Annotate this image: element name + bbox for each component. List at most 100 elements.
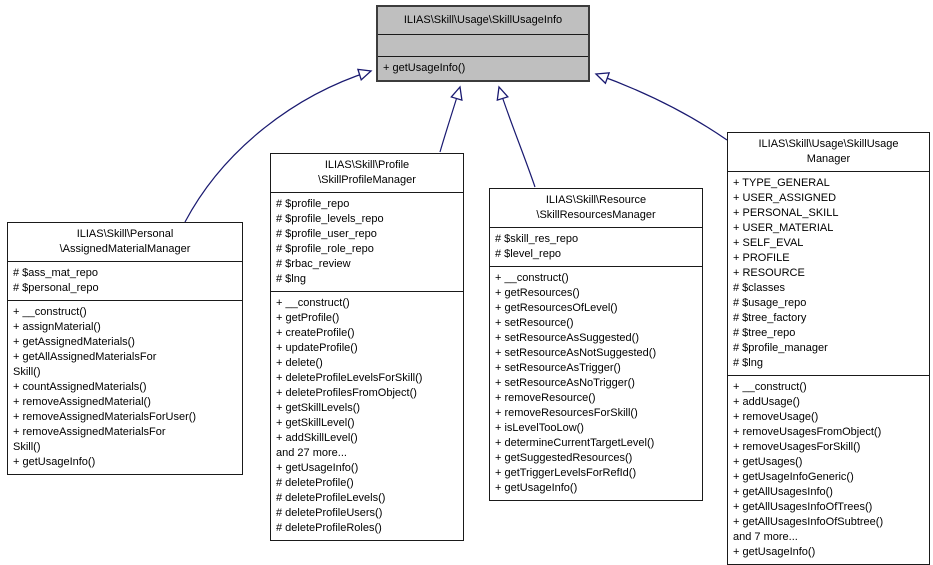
member-line: + RESOURCE (733, 267, 805, 279)
member-line: + getTriggerLevelsForRefId() (495, 467, 637, 479)
member-line: # $profile_manager (733, 342, 828, 354)
member-line: + __construct() (733, 381, 807, 393)
member-line: # $rbac_review (276, 258, 351, 270)
member-line: + getAllAssignedMaterialsFor (13, 351, 157, 363)
inheritance-arrow-skill-usage-manager (594, 72, 728, 141)
member-line: + delete() (276, 357, 323, 369)
class-methods: + __construct() + addUsage() + removeUsage… (728, 375, 929, 564)
class-box-skill-usage-info[interactable]: ILIAS\Skill\Usage\SkillUsageInfo + getUs… (376, 5, 590, 82)
member-line: + __construct() (276, 297, 350, 309)
member-line: + getResourcesOfLevel() (495, 302, 618, 314)
title-line: ILIAS\Skill\Usage\SkillUsage (758, 138, 899, 150)
member-line: + removeUsagesFromObject() (733, 426, 882, 438)
class-title: ILIAS\Skill\Usage\SkillUsageInfo (378, 7, 588, 34)
member-line: + SELF_EVAL (733, 237, 804, 249)
member-line: + isLevelTooLow() (495, 422, 584, 434)
member-line: + setResource() (495, 317, 574, 329)
member-line: + removeResource() (495, 392, 596, 404)
member-line: # deleteProfileUsers() (276, 507, 383, 519)
member-line: + getUsages() (733, 456, 803, 468)
member-line: + getAllUsagesInfo() (733, 486, 833, 498)
member-line: + getAllUsagesInfoOfSubtree() (733, 516, 884, 528)
class-title: ILIAS\Skill\Personal \AssignedMaterialMan… (8, 223, 242, 261)
member-line: # $classes (733, 282, 785, 294)
member-line: # $tree_factory (733, 312, 807, 324)
title-line: ILIAS\Skill\Profile (324, 159, 410, 171)
class-box-skill-resources-manager[interactable]: ILIAS\Skill\Resource \SkillResourcesManag… (489, 188, 703, 501)
member-line: # $profile_user_repo (276, 228, 377, 240)
member-line: + getUsageInfo() (383, 62, 466, 74)
title-line: ILIAS\Skill\Personal (76, 228, 174, 240)
member-line: + setResourceAsSuggested() (495, 332, 639, 344)
member-line: + determineCurrentTargetLevel() (495, 437, 655, 449)
inheritance-arrow-skill-profile-manager (439, 85, 463, 153)
member-line: # deleteProfile() (276, 477, 354, 489)
member-line: + setResourceAsNoTrigger() (495, 377, 635, 389)
member-line: + getUsageInfo() (733, 546, 816, 558)
member-line: # $personal_repo (13, 282, 99, 294)
member-line: and 27 more... (276, 447, 347, 459)
class-methods: + __construct() + assignMaterial() + getAs… (8, 300, 242, 474)
inheritance-arrow-skill-resources-manager (496, 85, 536, 188)
title-line: ILIAS\Skill\Usage\SkillUsageInfo (403, 14, 563, 26)
member-line: + deleteProfileLevelsForSkill() (276, 372, 423, 384)
member-line: # $level_repo (495, 248, 562, 260)
member-line: + removeAssignedMaterial() (13, 396, 151, 408)
member-line: + getUsageInfo() (13, 456, 96, 468)
class-methods: + __construct()+ getProfile()+ createPro… (271, 291, 463, 540)
member-line: + getAssignedMaterials() (13, 336, 135, 348)
member-line: # $lng (276, 273, 306, 285)
member-line: + deleteProfilesFromObject() (276, 387, 417, 399)
member-line: # $lng (733, 357, 763, 369)
member-line: # $usage_repo (733, 297, 807, 309)
member-line: + updateProfile() (276, 342, 358, 354)
member-line: Skill() (13, 441, 41, 453)
member-line: + removeUsage() (733, 411, 819, 423)
class-box-skill-profile-manager[interactable]: ILIAS\Skill\Profile\SkillProfileManager … (270, 153, 464, 541)
member-line: # $tree_repo (733, 327, 796, 339)
class-attributes: # $profile_repo # $profile_levels_repo # $… (271, 192, 463, 291)
member-line: Skill() (13, 366, 41, 378)
member-line: + assignMaterial() (13, 321, 101, 333)
member-line: + getUsageInfo() (495, 482, 578, 494)
member-line: + setResourceAsNotSuggested() (495, 347, 657, 359)
member-line: # deleteProfileRoles() (276, 522, 382, 534)
member-line: + getResources() (495, 287, 580, 299)
title-line: \SkillResourcesManager (536, 209, 656, 221)
title-line: ILIAS\Skill\Resource (545, 194, 647, 206)
member-line: + PROFILE (733, 252, 790, 264)
member-line: # $profile_role_repo (276, 243, 374, 255)
member-line: + getSkillLevel() (276, 417, 355, 429)
member-line: + getSkillLevels() (276, 402, 361, 414)
member-line: # deleteProfileLevels() (276, 492, 386, 504)
title-line: \SkillProfileManager (318, 174, 416, 186)
member-line: + __construct() (495, 272, 569, 284)
class-box-assigned-material-manager[interactable]: ILIAS\Skill\Personal \AssignedMaterialMan… (7, 222, 243, 475)
class-methods: + getUsageInfo() (378, 56, 588, 80)
member-line: + countAssignedMaterials() (13, 381, 147, 393)
member-line: + getUsageInfoGeneric() (733, 471, 854, 483)
member-line: + addSkillLevel() (276, 432, 358, 444)
member-line: + getProfile() (276, 312, 340, 324)
member-line: + removeAssignedMaterialsForUser() (13, 411, 197, 423)
class-attributes: + TYPE_GENERAL+ USER_ASSIGNED+ PERSONAL_… (728, 171, 929, 375)
member-line: + addUsage() (733, 396, 800, 408)
class-attributes: # $ass_mat_repo# $personal_repo (8, 261, 242, 300)
member-line: # $profile_repo (276, 198, 350, 210)
member-line: + removeAssignedMaterialsFor (13, 426, 166, 438)
title-line: \AssignedMaterialManager (59, 243, 191, 255)
member-line: + setResourceAsTrigger() (495, 362, 621, 374)
member-line: + removeResourcesForSkill() (495, 407, 638, 419)
member-line: + PERSONAL_SKILL (733, 207, 839, 219)
class-attributes: # $skill_res_repo # $level_repo (490, 227, 702, 266)
member-line: # $skill_res_repo (495, 233, 579, 245)
title-line: Manager (806, 153, 851, 165)
member-line: + getAllUsagesInfoOfTrees() (733, 501, 873, 513)
member-line: and 7 more... (733, 531, 798, 543)
member-line: # $profile_levels_repo (276, 213, 384, 225)
member-line: + __construct() (13, 306, 87, 318)
member-line: + removeUsagesForSkill() (733, 441, 861, 453)
